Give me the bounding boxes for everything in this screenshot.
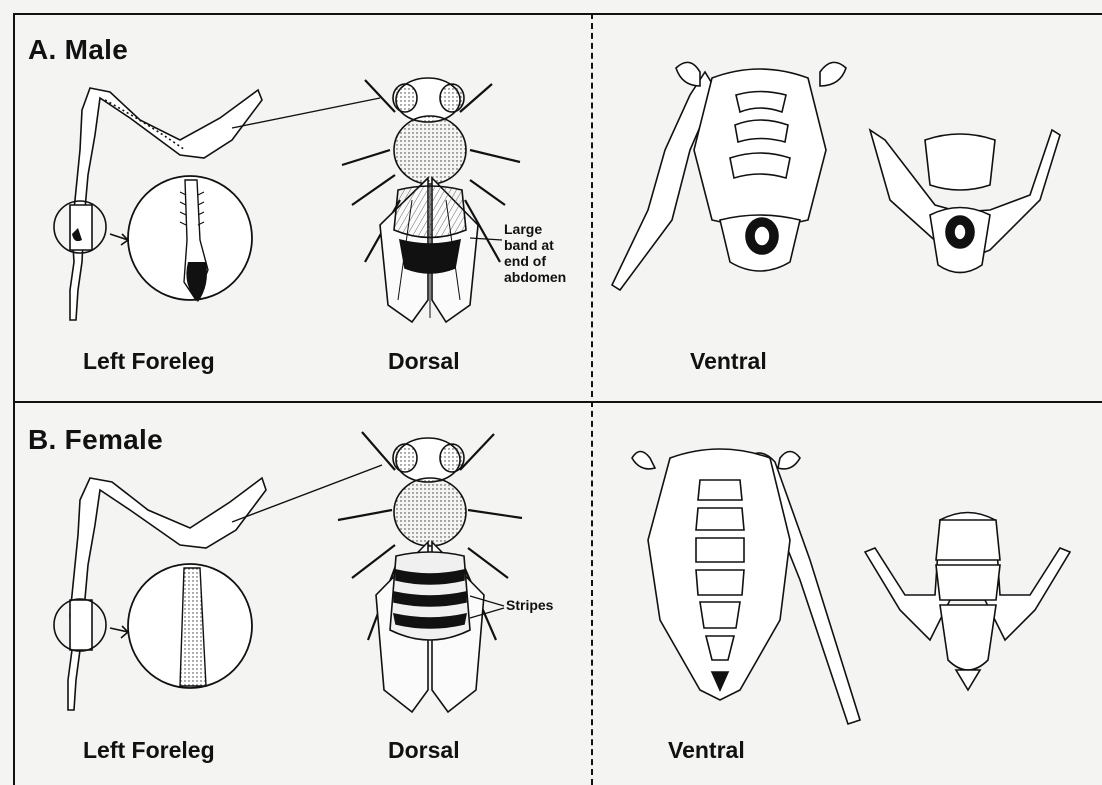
female-ventral-drawing bbox=[632, 449, 1070, 724]
female-foreleg-magnifier bbox=[110, 564, 252, 688]
male-ventral-drawing bbox=[612, 62, 1060, 290]
female-dorsal-fly-drawing bbox=[232, 432, 522, 712]
male-dorsal-fly-drawing bbox=[232, 78, 520, 322]
